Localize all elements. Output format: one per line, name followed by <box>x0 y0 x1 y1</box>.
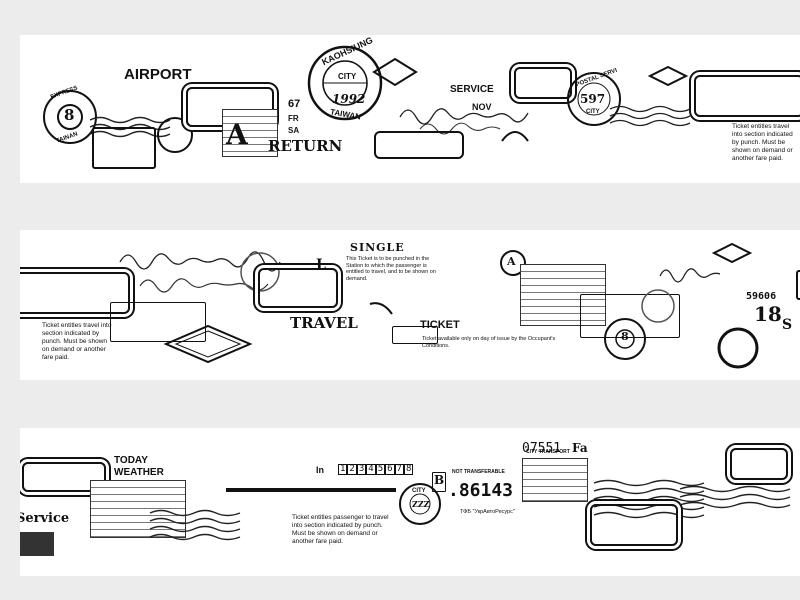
footer-fine-print: ТФБ "УкрАвтоРесурс" <box>460 509 515 515</box>
digit-cell: 2 <box>347 464 357 475</box>
washi-strip-3: TODAY WEATHER Service In 1 2 3 4 5 6 7 8… <box>20 428 800 576</box>
lined-card <box>520 264 606 326</box>
diamond-frame-3 <box>711 242 753 264</box>
kaohsiung-year: 1992 <box>332 92 366 106</box>
travel-label: TRAVEL <box>290 314 358 332</box>
number-86143: .86143 <box>448 480 514 501</box>
digit-cell: 1 <box>338 464 348 475</box>
single-label: SINGLE <box>350 241 405 254</box>
ticket-block <box>222 109 278 157</box>
arc-mark-2 <box>369 302 393 315</box>
label-frame-medium <box>514 67 572 99</box>
letter-s: S <box>782 317 793 333</box>
label-frame-bottom <box>590 504 678 546</box>
service-label-3: Service <box>20 511 70 526</box>
ticket-frame-small <box>92 127 156 169</box>
label-sa: SA <box>288 126 300 135</box>
label-frame-left <box>20 272 130 314</box>
weather-label: WEATHER <box>114 467 164 478</box>
number-07551: 07551 <box>522 441 562 456</box>
ticket-label: TICKET <box>420 319 460 331</box>
ring-outline-2 <box>240 252 280 292</box>
label-frame-corner <box>730 448 788 480</box>
today-label: TODAY <box>114 455 148 466</box>
city-transport-text: CITY TRANSPORT <box>526 449 570 455</box>
stamp-number-8: 8 <box>64 106 75 124</box>
ticket-text-block-2: Ticket entitles travel into section indi… <box>42 322 112 361</box>
letter-a-small: A <box>507 255 516 268</box>
ticket-frame-rounded <box>374 131 464 159</box>
ticket-fine-print: Ticket available only on day of issue by… <box>422 336 556 349</box>
number-18: 18 <box>754 302 782 326</box>
ticket-text-block: Ticket entitles travel into section indi… <box>732 123 793 162</box>
city-stamp-text: CITY <box>412 488 426 494</box>
label-frame-right <box>694 75 800 117</box>
city-stamp-number: ZZZ <box>412 499 430 509</box>
express-postmark-stamp <box>43 90 97 144</box>
kaohsiung-postmark-stamp <box>307 45 383 121</box>
digit-cell: 7 <box>394 464 404 475</box>
ring-outline-3 <box>641 289 675 323</box>
city-transport-ticket <box>522 458 588 502</box>
digit-cell: 4 <box>366 464 376 475</box>
postmark-stamp-8 <box>604 318 646 360</box>
nov-label: NOV <box>472 102 492 112</box>
letter-l: L <box>316 257 326 273</box>
single-fine-print: This Ticket is to be punched in the Stat… <box>346 256 436 282</box>
letter-a-large: A <box>226 118 248 151</box>
handwritten-script <box>399 108 529 135</box>
wavy-cancel-lines-3 <box>149 509 241 541</box>
not-transferable-text: NOT TRANSFERABLE <box>452 469 505 475</box>
ring-outline <box>157 117 193 153</box>
grunge-block <box>20 532 54 556</box>
ring-outline-4 <box>717 327 759 369</box>
diamond-frame-small <box>647 65 689 87</box>
postal-service-stamp <box>567 72 621 126</box>
city-postmark-stamp <box>399 483 441 525</box>
washi-strip-1: AIRPORT 8 EXPRESS TAINAN A 67 FR SA RETU… <box>20 35 800 183</box>
wavy-cancel-lines-2 <box>609 105 691 127</box>
service-label: SERVICE <box>450 84 494 95</box>
label-frame-weather <box>22 462 106 492</box>
label-fr: FR <box>288 114 299 123</box>
label-frame-center <box>258 268 338 308</box>
ticket-text-block-3: Ticket entitles passenger to travel into… <box>292 514 389 545</box>
kaohsiung-city-text: CITY <box>338 72 357 81</box>
airport-label: AIRPORT <box>124 66 192 83</box>
ticket-frame-mini <box>392 326 438 344</box>
number-67: 67 <box>288 98 301 110</box>
digit-cell: 5 <box>375 464 386 475</box>
diamond-frame-large <box>163 324 253 364</box>
digit-cell: 8 <box>403 464 414 475</box>
number-59606: 59606 <box>746 291 777 302</box>
ticket-frame-outline <box>110 302 206 342</box>
letter-b: B <box>434 473 445 487</box>
stamp-number-8-b: 8 <box>621 330 629 343</box>
fa-label: Fa <box>572 441 588 455</box>
return-label: RETURN <box>268 137 343 155</box>
washi-strip-2: Ticket entitles travel into section indi… <box>20 230 800 380</box>
in-label: In <box>316 465 324 475</box>
arc-mark <box>501 131 529 142</box>
wavy-cancel-lines-5 <box>679 485 791 509</box>
ticket-frame-right <box>580 294 680 338</box>
diamond-frame <box>372 57 418 87</box>
digit-cell: 3 <box>356 464 367 475</box>
postal-stamp-city-text: CITY <box>586 109 600 115</box>
bar-rule <box>226 488 396 492</box>
handwritten-script-3 <box>659 268 721 283</box>
letter-b-box <box>432 472 446 492</box>
letter-a-circle <box>500 250 526 276</box>
label-frame-edge <box>796 270 800 300</box>
digit-cell: 6 <box>385 464 395 475</box>
digit-row: 1 2 3 4 5 6 7 8 <box>338 464 414 475</box>
stamp-number-597: 597 <box>580 92 606 106</box>
